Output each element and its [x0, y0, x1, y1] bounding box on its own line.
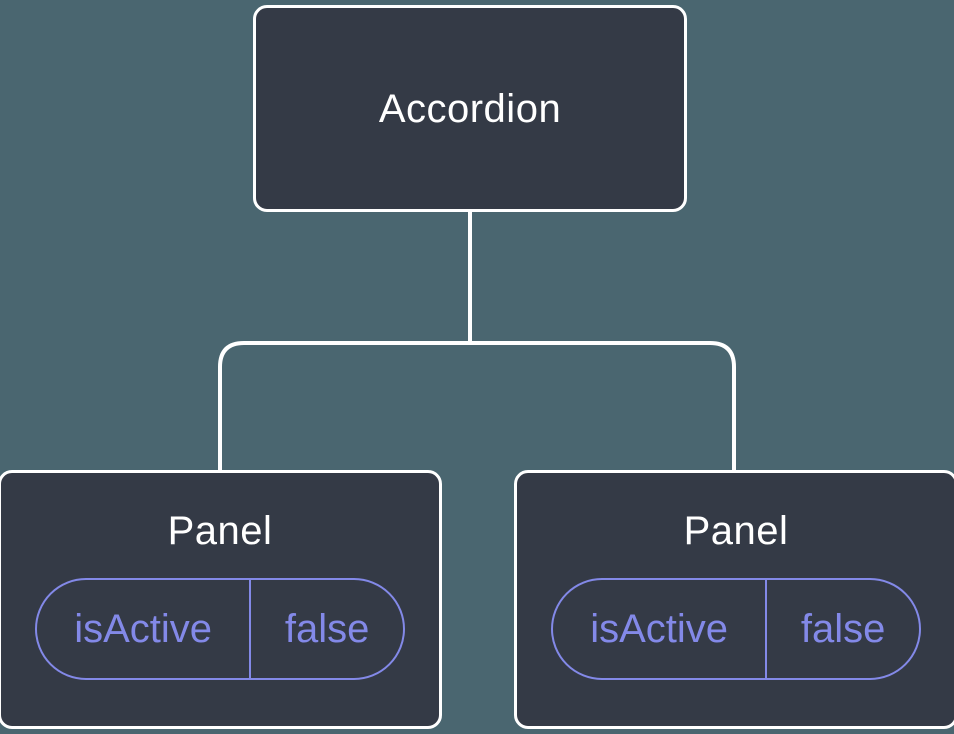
state-value-cell: false [767, 580, 919, 678]
state-pill: isActive false [551, 578, 921, 680]
state-key-cell: isActive [553, 580, 768, 678]
state-key-cell: isActive [37, 580, 252, 678]
panel-label: Panel [167, 509, 273, 553]
accordion-node: Accordion [253, 5, 687, 212]
state-value-cell: false [251, 580, 403, 678]
panel-label: Panel [683, 509, 789, 553]
state-value-label: false [800, 607, 886, 651]
state-pill: isActive false [35, 578, 405, 680]
state-key-label: isActive [590, 607, 729, 651]
panel-node-left: Panel isActive false [0, 470, 442, 729]
state-value-label: false [284, 607, 370, 651]
panel-node-right: Panel isActive false [514, 470, 954, 729]
accordion-node-label: Accordion [378, 86, 562, 131]
state-key-label: isActive [74, 607, 213, 651]
